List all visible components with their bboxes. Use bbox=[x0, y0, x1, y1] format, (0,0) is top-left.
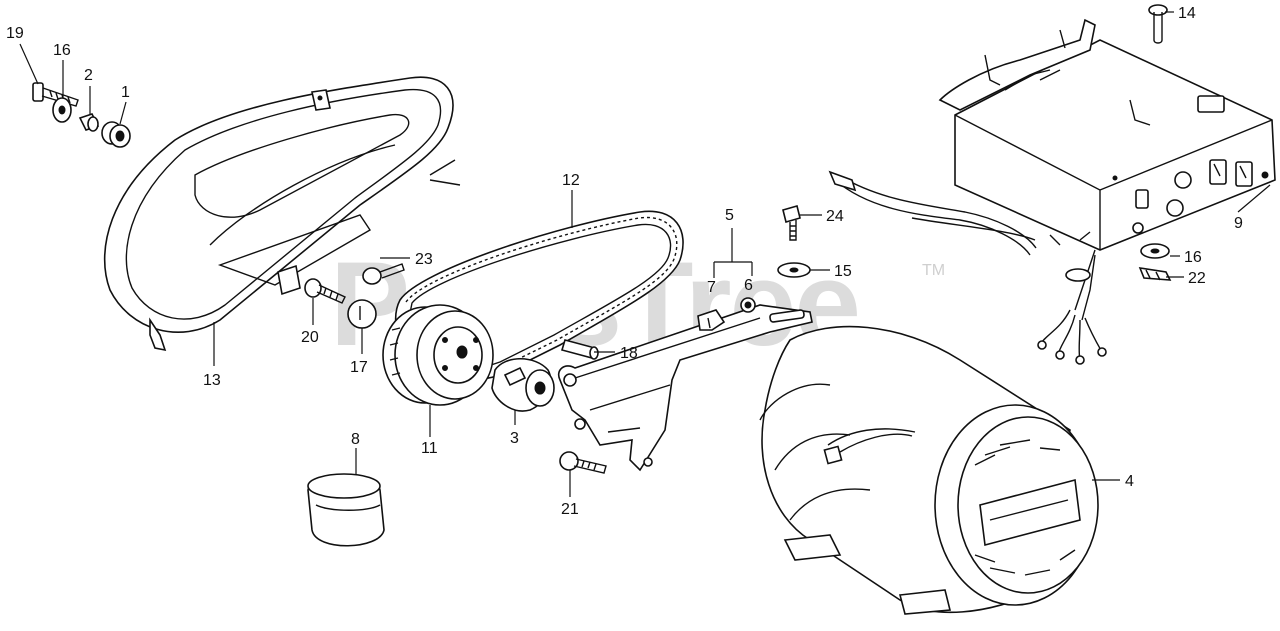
part-control-box-9[interactable] bbox=[938, 18, 1276, 251]
part-bolt-20[interactable] bbox=[304, 278, 346, 304]
part-bolt-21[interactable] bbox=[559, 451, 607, 474]
callout-8[interactable]: 8 bbox=[351, 431, 360, 448]
callout-14[interactable]: 14 bbox=[1178, 5, 1196, 22]
part-collar-2[interactable] bbox=[78, 113, 100, 132]
callout-21[interactable]: 21 bbox=[561, 501, 579, 518]
callout-2[interactable]: 2 bbox=[84, 67, 93, 84]
callout-11[interactable]: 11 bbox=[421, 440, 438, 457]
callout-1[interactable]: 1 bbox=[121, 84, 130, 101]
part-clip-22[interactable] bbox=[1138, 266, 1172, 281]
callout-7[interactable]: 7 bbox=[707, 279, 716, 296]
part-nut-6[interactable] bbox=[740, 297, 756, 313]
callout-16b[interactable]: 16 bbox=[1184, 249, 1202, 266]
part-spacer-8[interactable] bbox=[307, 473, 385, 547]
callout-18[interactable]: 18 bbox=[620, 345, 638, 362]
callout-labels: 19 16 2 1 12 5 7 6 24 15 14 9 16 22 23 2… bbox=[6, 5, 1243, 518]
part-screw-23[interactable] bbox=[362, 263, 405, 285]
callout-24[interactable]: 24 bbox=[826, 208, 844, 225]
callout-4[interactable]: 4 bbox=[1125, 473, 1134, 490]
callout-13[interactable]: 13 bbox=[203, 372, 221, 389]
callout-23[interactable]: 23 bbox=[415, 251, 433, 268]
callout-22[interactable]: 22 bbox=[1188, 270, 1206, 287]
part-washer-15[interactable] bbox=[777, 262, 811, 278]
part-generator-4[interactable] bbox=[759, 325, 1099, 615]
callout-5[interactable]: 5 bbox=[725, 207, 734, 224]
part-clip-7[interactable] bbox=[697, 309, 726, 331]
part-pulley-11[interactable] bbox=[382, 304, 494, 406]
part-key-17[interactable] bbox=[347, 299, 377, 329]
callout-6[interactable]: 6 bbox=[744, 277, 753, 294]
part-washer-16b[interactable] bbox=[1140, 243, 1170, 259]
callout-9[interactable]: 9 bbox=[1234, 215, 1243, 232]
callout-17[interactable]: 17 bbox=[350, 359, 368, 376]
part-pin-14[interactable] bbox=[1148, 4, 1168, 44]
callout-3[interactable]: 3 bbox=[510, 430, 519, 447]
watermark-trademark: TM bbox=[922, 262, 945, 279]
callout-20[interactable]: 20 bbox=[301, 329, 319, 346]
callout-16a[interactable]: 16 bbox=[53, 42, 71, 59]
callout-19[interactable]: 19 bbox=[6, 25, 24, 42]
wire-harness bbox=[828, 170, 1107, 365]
part-sleeve-18[interactable] bbox=[560, 339, 599, 360]
part-bolt-24[interactable] bbox=[782, 205, 801, 241]
part-tensioner-3[interactable] bbox=[491, 358, 555, 412]
callout-15[interactable]: 15 bbox=[834, 263, 852, 280]
part-bracket-5[interactable] bbox=[557, 304, 813, 472]
leader-lines bbox=[19, 11, 1271, 497]
callout-12[interactable]: 12 bbox=[562, 172, 580, 189]
part-belt-cover-13[interactable] bbox=[103, 76, 461, 352]
part-grommet-1[interactable] bbox=[101, 121, 131, 148]
part-washer-16[interactable] bbox=[52, 97, 72, 123]
